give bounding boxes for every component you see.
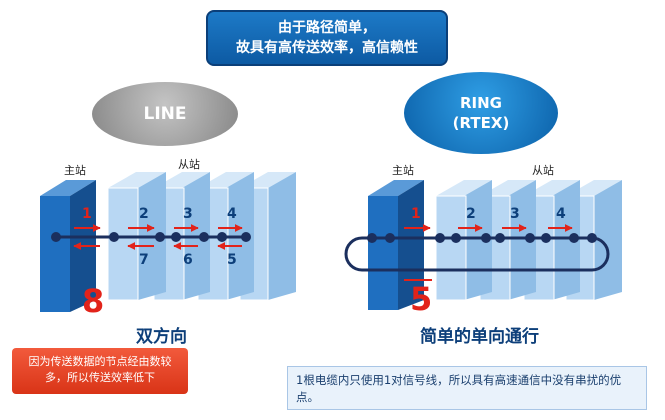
ring-master-block — [368, 180, 424, 310]
ring-loop — [344, 236, 610, 272]
hop-number: 1 — [411, 206, 421, 222]
node — [367, 233, 377, 243]
summary-callout: 由于路径简单， 故具有高传送效率，高信赖性 — [206, 10, 448, 66]
node — [495, 233, 505, 243]
line-badge: LINE — [92, 82, 238, 146]
line-mode-title: 双方向 — [136, 327, 187, 347]
callout-line-2: 故具有高传送效率，高信赖性 — [236, 40, 418, 56]
node — [541, 233, 551, 243]
node — [385, 233, 395, 243]
hop-number: 6 — [183, 252, 193, 268]
node — [451, 233, 461, 243]
ring-mode-title: 简单的单向通行 — [420, 327, 539, 347]
ring-badge-label-2: (RTEX) — [452, 114, 510, 132]
hop-number: 7 — [139, 252, 149, 268]
hop-number: 3 — [510, 206, 520, 222]
node — [155, 232, 165, 242]
node — [587, 233, 597, 243]
ring-slave-label: 从站 — [532, 164, 554, 177]
ring-master-label: 主站 — [392, 164, 414, 177]
node — [435, 233, 445, 243]
hop-number: 2 — [466, 206, 476, 222]
node — [199, 232, 209, 242]
hop-number: 1 — [82, 206, 92, 222]
hop-number: 4 — [227, 206, 237, 222]
node — [109, 232, 119, 242]
node — [51, 232, 61, 242]
hop-number: 4 — [556, 206, 566, 222]
node — [481, 233, 491, 243]
node — [569, 233, 579, 243]
callout-line-1: 由于路径简单， — [278, 20, 376, 36]
hop-number: 3 — [183, 206, 193, 222]
ring-panel — [344, 180, 622, 310]
ring-hop-count: 5 — [410, 280, 433, 318]
line-slave-label: 从站 — [178, 158, 200, 171]
line-note: 因为传送数据的节点经由数较多，所以传送效率低下 — [12, 348, 188, 394]
ring-badge: RING (RTEX) — [404, 72, 558, 154]
line-badge-label: LINE — [143, 104, 187, 124]
line-panel — [40, 172, 296, 312]
line-master-label: 主站 — [64, 164, 86, 177]
hop-number: 2 — [139, 206, 149, 222]
line-hop-count: 8 — [82, 282, 105, 320]
hop-number: 5 — [227, 252, 237, 268]
node — [217, 232, 227, 242]
node — [525, 233, 535, 243]
node — [171, 232, 181, 242]
ring-note: 1根电缆内只使用1对信号线，所以具有高速通信中没有串扰的优点。 — [287, 366, 647, 410]
ring-badge-label-1: RING — [460, 94, 502, 112]
node — [241, 232, 251, 242]
